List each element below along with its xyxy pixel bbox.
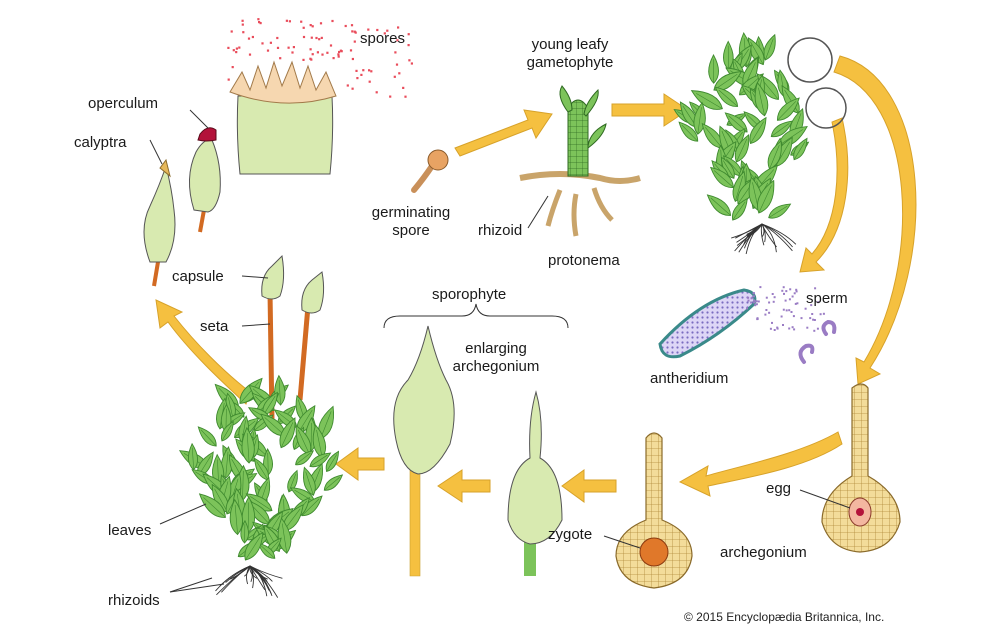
sporophyte-brace: [383, 303, 569, 329]
capsule-with-operculum: [189, 127, 221, 233]
label-enlarging-line2: archegonium: [452, 358, 540, 375]
arrow-arc-to-antheridium: [799, 117, 849, 273]
antheridium: [658, 288, 757, 359]
label-egg: egg: [766, 480, 792, 497]
arrow-enlarging-to-mature: [335, 447, 385, 481]
label-germinating-line2: spore: [392, 222, 430, 239]
label-operculum: operculum: [88, 95, 159, 112]
arrow-young-to-mature: [611, 93, 689, 127]
label-young-leafy-gametophyte: young leafy gametophyte: [510, 36, 630, 72]
spore-release: [227, 18, 413, 175]
arrow-zygote-to-sporophyte: [561, 469, 617, 503]
label-protonema: protonema: [548, 252, 620, 269]
label-antheridium: antheridium: [650, 370, 729, 387]
young-gametophyte: [519, 85, 641, 237]
germinating-spore: [411, 149, 449, 193]
label-leaves: leaves: [108, 522, 152, 539]
arrow-archegonium-to-zygote: [678, 431, 843, 497]
leader-lines: [149, 109, 851, 593]
label-germinating-spore: germinating spore: [356, 204, 466, 240]
spore-dots: [227, 18, 413, 98]
label-rhizoids: rhizoids: [108, 592, 160, 609]
rhizoid-roots: [215, 223, 797, 598]
arrow-early-to-enlarging: [437, 469, 491, 503]
label-rhizoid: rhizoid: [478, 222, 523, 239]
label-archegonium: archegonium: [720, 544, 807, 561]
label-enlarging-archegonium: enlarging archegonium: [436, 340, 556, 376]
label-sperm: sperm: [806, 290, 848, 307]
sperm-dots: [746, 286, 825, 332]
label-zygote: zygote: [548, 526, 593, 543]
label-capsule: capsule: [172, 268, 224, 285]
archegonium-with-zygote: [615, 432, 693, 589]
label-sporophyte: sporophyte: [432, 286, 507, 303]
label-enlarging-line1: enlarging: [465, 340, 527, 357]
magnify-circle-male: [805, 87, 847, 129]
label-seta: seta: [200, 318, 229, 335]
early-sporophyte: [507, 390, 563, 576]
label-spores: spores: [360, 30, 406, 47]
label-young-leafy-line2: gametophyte: [526, 54, 614, 71]
sperm-cells: [798, 319, 837, 364]
mature-gametophyte: [673, 32, 810, 221]
open-capsule: [236, 95, 334, 175]
leafy-gametophyte: [178, 374, 344, 561]
label-young-leafy-line1: young leafy: [531, 36, 609, 53]
arrow-spore-to-gametophyte: [454, 109, 553, 157]
peristome-teeth: [229, 60, 337, 104]
copyright-credit: © 2015 Encyclopædia Britannica, Inc.: [684, 610, 885, 624]
archegonium-with-egg: [821, 383, 901, 553]
magnify-circle-female: [787, 37, 833, 83]
capsule-with-calyptra: [143, 158, 176, 287]
arrow-mature-to-capsule: [155, 299, 251, 405]
label-germinating-line1: germinating: [371, 204, 451, 221]
label-calyptra: calyptra: [74, 134, 127, 151]
enlarging-sporophyte: [393, 325, 455, 577]
